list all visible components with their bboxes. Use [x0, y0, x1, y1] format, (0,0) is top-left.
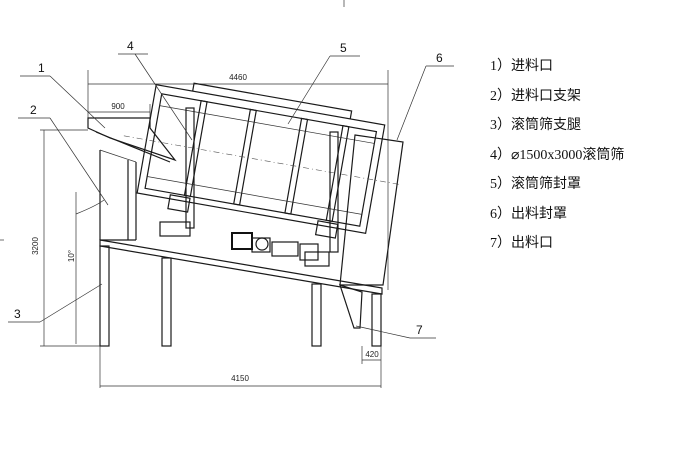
drive-unit — [159, 221, 330, 267]
svg-text:7: 7 — [416, 323, 423, 337]
callout-1: 1 — [20, 61, 106, 129]
svg-text:5: 5 — [340, 41, 347, 55]
legend-item-3: 3）滚筒筛支腿 — [490, 118, 581, 133]
svg-text:1: 1 — [38, 61, 45, 75]
drum-screen-legs — [99, 245, 382, 347]
drum-legs — [185, 107, 339, 253]
legend-item-2: 2）进料口支架 — [490, 88, 581, 104]
dimension-base: 4150 — [99, 346, 382, 388]
svg-text:6: 6 — [436, 51, 443, 65]
dim-angle-label: 10° — [67, 250, 76, 262]
dimension-inlet: 900 — [88, 102, 151, 118]
outlet-chute — [339, 284, 363, 329]
dim-outlet-label: 420 — [365, 350, 379, 359]
callout-3: 3 — [8, 283, 103, 323]
dimension-height: 3200 10° — [31, 129, 105, 347]
dim-overall-top-label: 4460 — [229, 73, 247, 82]
callout-2: 2 — [18, 103, 109, 206]
callout-4: 4 — [118, 39, 193, 141]
legend-item-6: 6）出料封罩 — [490, 206, 567, 222]
outlet-cover — [339, 134, 404, 286]
callout-7: 7 — [355, 323, 436, 339]
callout-5: 5 — [287, 41, 360, 125]
dim-base-label: 4150 — [231, 374, 249, 383]
base-frame — [99, 239, 383, 295]
callout-6: 6 — [396, 51, 454, 141]
legend-item-4: 4）⌀1500x3000滚筒筛 — [490, 147, 625, 163]
legend-item-5: 5）滚筒筛封罩 — [490, 177, 581, 192]
inlet-support — [99, 149, 137, 240]
svg-text:4: 4 — [127, 39, 134, 53]
parts-legend: 1）进料口 2）进料口支架 3）滚筒筛支腿 4）⌀1500x3000滚筒筛 5）… — [490, 52, 624, 259]
drum-cover — [123, 82, 400, 239]
svg-text:3: 3 — [14, 307, 21, 321]
legend-item-1: 1）进料口 — [490, 59, 553, 74]
legend-item-7: 7）出料口 — [490, 236, 553, 251]
dim-height-label: 3200 — [31, 237, 40, 255]
dim-inlet-label: 900 — [111, 102, 125, 111]
dimension-outlet: 420 — [361, 346, 381, 364]
svg-text:2: 2 — [30, 103, 37, 117]
